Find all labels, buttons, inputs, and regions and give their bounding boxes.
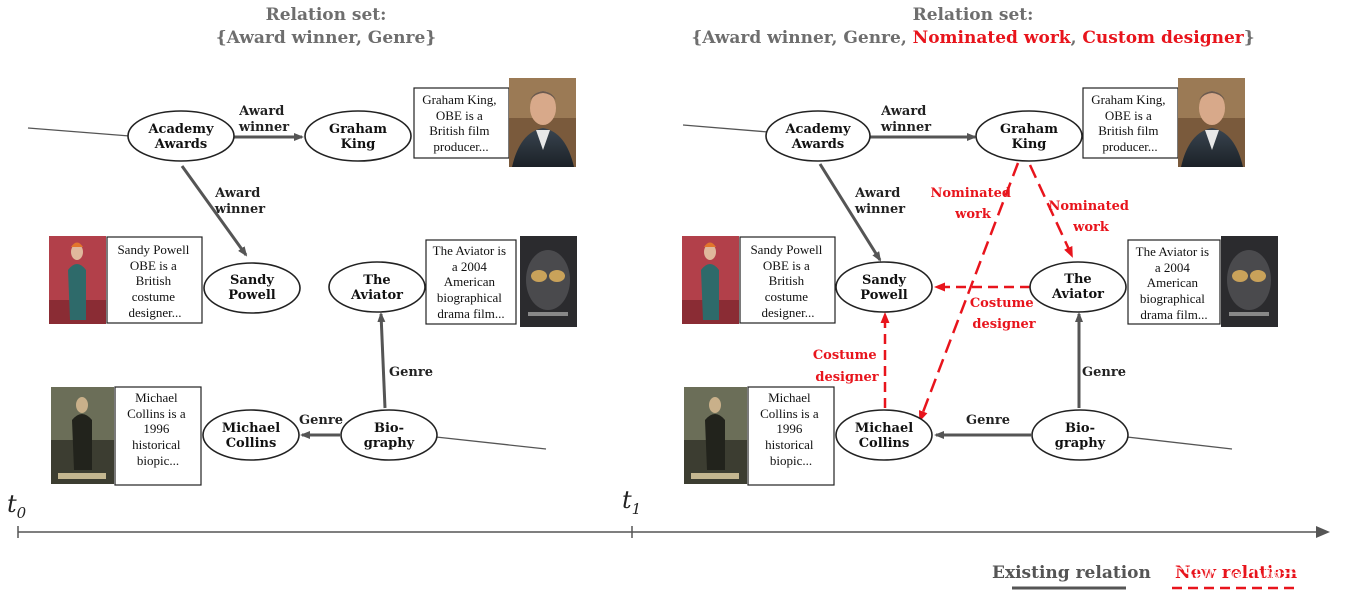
left-node-biography: Bio-graphy bbox=[341, 410, 437, 460]
left-label-award-sandy: Award winner bbox=[214, 186, 265, 217]
left-context-line-in bbox=[28, 128, 130, 136]
svg-text:The Aviator is a 2004: The Aviator is a 2004 American biographi… bbox=[1136, 244, 1213, 322]
right-desc-aviator: The Aviator is a 2004 American biographi… bbox=[1128, 240, 1220, 324]
left-photo-sandy-icon bbox=[49, 236, 106, 324]
left-panel: Relation set: {Award winner, Genre} Awar… bbox=[28, 5, 577, 485]
left-label-award-graham: Award winner bbox=[238, 104, 289, 135]
left-title-line1: Relation set: bbox=[266, 5, 387, 25]
right-poster-aviator-icon bbox=[1221, 236, 1278, 327]
right-photo-sandy-icon bbox=[682, 236, 739, 324]
right-label-nominated-aviator: Nominated work bbox=[1048, 199, 1133, 235]
legend: Existing relation New relation CSDN @小蜗子 bbox=[992, 563, 1300, 588]
left-poster-michael-icon bbox=[51, 387, 114, 484]
right-label-award-sandy: Award winner bbox=[854, 186, 905, 217]
left-label-genre-michael: Genre bbox=[299, 413, 343, 428]
left-edge-genre-aviator bbox=[381, 314, 385, 408]
right-photo-graham-icon bbox=[1178, 78, 1245, 167]
left-desc-aviator: The Aviator is a 2004 American biographi… bbox=[426, 240, 516, 324]
right-label-genre-michael: Genre bbox=[966, 413, 1010, 428]
right-node-biography: Bio-graphy bbox=[1032, 410, 1128, 460]
right-context-line-out bbox=[1127, 437, 1232, 449]
right-desc-michael: Michael Collins is a 1996 historical bio… bbox=[748, 387, 834, 485]
left-label-genre-aviator: Genre bbox=[389, 365, 433, 380]
left-desc-sandy: Sandy Powell OBE is a British costume de… bbox=[107, 237, 202, 323]
left-title-line2: {Award winner, Genre} bbox=[216, 28, 436, 48]
left-desc-michael: Michael Collins is a 1996 historical bio… bbox=[115, 387, 201, 485]
timeline-label-t1: t1 bbox=[622, 486, 641, 518]
right-panel: Relation set: {Award winner, Genre, Nomi… bbox=[682, 5, 1278, 485]
timeline: t0 t1 bbox=[7, 486, 1330, 538]
svg-text:Graham King, OBE is a: Graham King, OBE is a British film produ… bbox=[1091, 92, 1169, 154]
right-desc-graham: Graham King, OBE is a British film produ… bbox=[1083, 88, 1178, 158]
right-context-line-in bbox=[683, 125, 768, 132]
right-poster-michael-icon bbox=[684, 387, 747, 484]
right-edge-nominated-michael bbox=[920, 163, 1018, 420]
svg-text:The Aviator is a 2004: The Aviator is a 2004 American biographi… bbox=[433, 243, 510, 321]
left-desc-graham: Graham King, OBE is a British film produ… bbox=[414, 88, 509, 158]
right-label-costume-michael: Costume designer bbox=[813, 348, 881, 385]
right-title-line2: {Award winner, Genre, Nominated work, Cu… bbox=[691, 28, 1254, 48]
right-label-award-graham: Award winner bbox=[880, 104, 931, 135]
right-desc-sandy: Sandy Powell OBE is a British costume de… bbox=[740, 237, 835, 323]
left-poster-aviator-icon bbox=[520, 236, 577, 327]
right-label-genre-aviator: Genre bbox=[1082, 365, 1126, 380]
left-context-line-out bbox=[436, 437, 546, 449]
timeline-arrow-icon bbox=[1316, 526, 1330, 538]
timeline-label-t0: t0 bbox=[7, 490, 27, 522]
right-label-costume-aviator: Costume designer bbox=[970, 296, 1038, 332]
left-photo-graham-icon bbox=[509, 78, 576, 167]
right-title-line1: Relation set: bbox=[913, 5, 1034, 25]
legend-existing-label: Existing relation bbox=[992, 563, 1151, 583]
svg-text:Graham King, OBE is a: Graham King, OBE is a British film produ… bbox=[422, 92, 500, 154]
watermark-text: CSDN @小蜗子 bbox=[1170, 564, 1299, 585]
